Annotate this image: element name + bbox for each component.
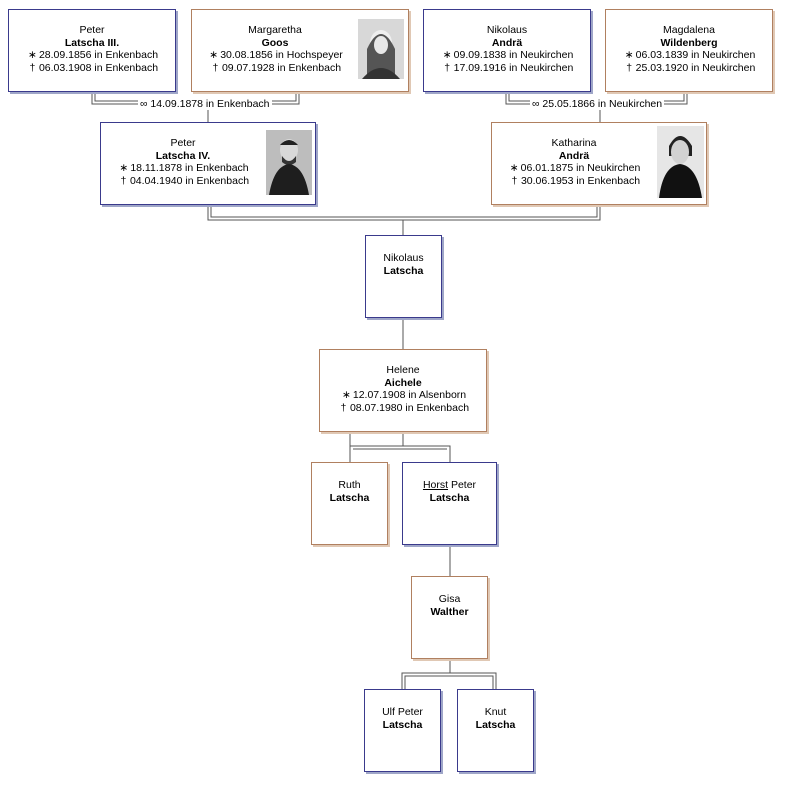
death-icon: † bbox=[120, 174, 127, 187]
person-card-peter-latscha-iv[interactable]: Peter Latscha IV. ∗18.11.1878 in Enkenba… bbox=[100, 122, 316, 205]
death-icon: † bbox=[29, 61, 36, 74]
birth-icon: ∗ bbox=[341, 389, 351, 401]
marriage-label-2: ∞ 25.05.1866 in Neukirchen bbox=[530, 98, 665, 110]
death-icon: † bbox=[444, 61, 451, 74]
birth-icon: ∗ bbox=[509, 162, 519, 174]
death-icon: † bbox=[626, 61, 633, 74]
marriage-label-1: ∞ 14.09.1878 in Enkenbach bbox=[138, 98, 272, 110]
birth-icon: ∗ bbox=[624, 49, 634, 61]
person-card-nikolaus-latscha[interactable]: Nikolaus Latscha bbox=[365, 235, 442, 318]
person-card-nikolaus-andrae[interactable]: Nikolaus Andrä ∗09.09.1838 in Neukirchen… bbox=[423, 9, 591, 92]
person-card-helene-aichele[interactable]: Helene Aichele ∗12.07.1908 in Alsenborn … bbox=[319, 349, 487, 432]
birth-icon: ∗ bbox=[209, 49, 219, 61]
portrait-photo bbox=[657, 126, 704, 198]
person-card-horst-peter-latscha[interactable]: Horst Peter Latscha bbox=[402, 462, 497, 545]
death-icon: † bbox=[212, 61, 219, 74]
portrait-photo bbox=[358, 19, 404, 79]
person-card-magdalena-wildenberg[interactable]: Magdalena Wildenberg ∗06.03.1839 in Neuk… bbox=[605, 9, 773, 92]
person-card-margaretha-goos[interactable]: Margaretha Goos ∗30.08.1856 in Hochspeye… bbox=[191, 9, 409, 92]
birth-icon: ∗ bbox=[28, 49, 37, 61]
death-icon: † bbox=[340, 401, 347, 414]
person-card-ruth-latscha[interactable]: Ruth Latscha bbox=[311, 462, 388, 545]
person-card-knut-latscha[interactable]: Knut Latscha bbox=[457, 689, 534, 772]
marriage-icon: ∞ bbox=[140, 98, 148, 110]
birth-icon: ∗ bbox=[442, 49, 452, 61]
call-name: Horst bbox=[422, 479, 449, 491]
person-card-katharina-andrae[interactable]: Katharina Andrä ∗06.01.1875 in Neukirche… bbox=[491, 122, 707, 205]
marriage-icon: ∞ bbox=[532, 98, 540, 110]
person-card-ulf-peter-latscha[interactable]: Ulf Peter Latscha bbox=[364, 689, 441, 772]
death-icon: † bbox=[511, 174, 518, 187]
person-card-gisa-walther[interactable]: Gisa Walther bbox=[411, 576, 488, 659]
birth-icon: ∗ bbox=[119, 162, 129, 174]
person-card-peter-latscha-iii[interactable]: Peter Latscha III. ∗28.09.1856 in Enkenb… bbox=[8, 9, 176, 92]
portrait-photo bbox=[266, 130, 312, 195]
